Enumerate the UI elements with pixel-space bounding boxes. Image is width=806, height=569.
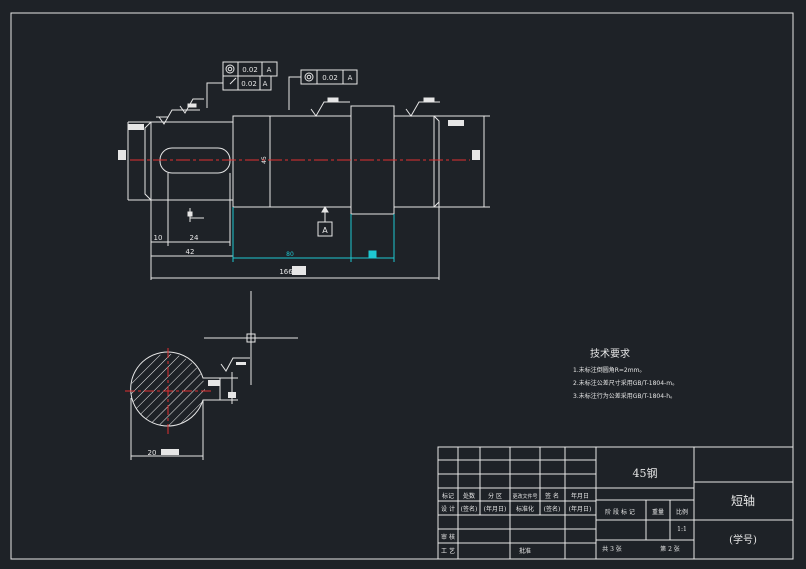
roughness-symbol-4: [179, 98, 204, 114]
tech-req-item-1: 1.未标注倒圆角R=2mm。: [573, 366, 645, 374]
tb-h1-4: 签 名: [545, 492, 559, 500]
tb-approval-1: 工 艺: [441, 547, 455, 555]
roughness-symbol-1: [156, 103, 200, 125]
tb-approval-0: 审 核: [441, 533, 455, 541]
shaft-left-segment: [150, 121, 234, 201]
right-diameter-tag: [448, 120, 464, 126]
dim-total-tag: [292, 266, 306, 275]
tb-h1-2: 分 区: [488, 492, 502, 500]
roughness-symbol-2: [310, 97, 350, 117]
tb-h1-1: 处数: [463, 492, 475, 500]
dim-keyway-length: 24: [190, 234, 199, 242]
tb-part-name: 短轴: [731, 493, 755, 508]
dim-section-length: 42: [186, 248, 195, 256]
shaft-right-segment: [393, 115, 435, 208]
dim-keyway-offset: 10: [154, 234, 163, 242]
tol-3-datum: A: [348, 74, 353, 82]
dim-middle-length: 80: [286, 251, 294, 258]
tb-h2-3: 标准化: [516, 505, 534, 513]
cyan-dimension: [232, 207, 395, 262]
tb-h2-4: (签名): [544, 505, 561, 513]
tol-2-datum: A: [263, 80, 268, 88]
section-view: [125, 348, 250, 460]
tb-student-id: (学号): [729, 533, 757, 546]
tb-h2-2: (年月日): [484, 505, 507, 513]
tb-h1-0: 标记: [442, 492, 454, 500]
left-chamfer: [144, 121, 152, 201]
left-diameter-tag: [128, 124, 144, 130]
right-chamfer: [433, 115, 440, 208]
datum-a-label: A: [322, 226, 328, 235]
tb-stage-label: 阶 段 标 记: [605, 508, 635, 516]
tb-h2-5: (年月日): [569, 505, 592, 513]
tolerance-frame-1: [206, 61, 278, 108]
tech-req-item-2: 2.未标注公差尺寸采用GB/T-1804-m。: [573, 379, 678, 387]
runout-icon: [225, 64, 235, 74]
dimensions: [151, 241, 439, 279]
tb-h1-3: 更改文件号: [512, 493, 537, 500]
title-block: [437, 446, 794, 560]
crosshair-cursor-icon: [204, 291, 298, 385]
roughness-symbol-3: [405, 97, 440, 117]
tb-total-sheets: 共 3 张: [602, 545, 622, 553]
dim-total-length: 166: [279, 268, 293, 276]
tb-h2-1: (签名): [461, 505, 478, 513]
tb-h1-5: 年月日: [571, 492, 589, 500]
dim-section-width: 20: [148, 449, 157, 457]
left-end-mark: [118, 150, 126, 160]
tb-sheet-no: 第 2 张: [660, 545, 680, 553]
tb-scale-label: 比例: [676, 508, 688, 516]
section-marker: [187, 208, 204, 222]
shaft-middle-segment: [232, 115, 352, 208]
tech-req-title: 技术要求: [590, 347, 630, 360]
tb-h2-0: 设 计: [441, 505, 455, 513]
tb-approval-2: 批准: [519, 547, 531, 555]
right-end-mark: [472, 150, 480, 160]
tolerance-frame-3: [288, 69, 358, 110]
shaft-front-view: [127, 105, 490, 280]
tol-2-value: 0.02: [241, 80, 257, 88]
tb-scale-value: 1:1: [677, 526, 687, 533]
tol-3-value: 0.02: [322, 74, 338, 82]
concentricity-icon: [304, 72, 314, 82]
tol-1-value: 0.02: [242, 66, 258, 74]
tol-1-datum: A: [267, 66, 272, 74]
tb-material: 45钢: [633, 467, 658, 480]
dim-diameter: 45: [261, 156, 268, 164]
datum-a: [317, 206, 333, 237]
tb-weight-label: 重量: [652, 508, 664, 516]
drawing-border: [10, 12, 794, 560]
tech-req-item-3: 3.未标注行为公差采用GB/T-1804-h。: [573, 392, 676, 400]
